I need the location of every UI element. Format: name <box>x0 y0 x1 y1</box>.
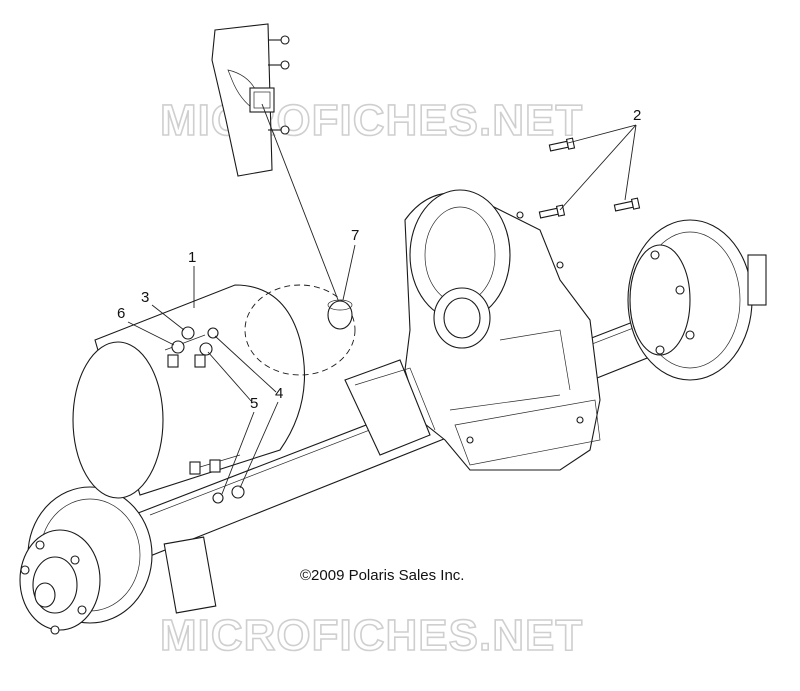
callout-3: 3 <box>141 289 185 331</box>
watermark-bottom: MICROFICHES.NET <box>160 611 583 660</box>
callout-4: 4 <box>214 335 283 489</box>
svg-text:6: 6 <box>117 305 125 322</box>
motor <box>72 284 356 499</box>
svg-text:4: 4 <box>275 385 283 402</box>
tube-bracket <box>344 359 436 456</box>
left-hub <box>19 486 217 635</box>
right-hub <box>627 219 767 381</box>
copyright-text: ©2009 Polaris Sales Inc. <box>300 567 464 584</box>
fittings <box>167 326 245 504</box>
callout-1: 1 <box>188 249 196 308</box>
svg-text:5: 5 <box>250 395 258 412</box>
svg-text:3: 3 <box>141 289 149 306</box>
bolts <box>538 137 641 219</box>
callout-7: 7 <box>342 227 359 301</box>
callout-2: 2 <box>559 107 641 211</box>
svg-text:2: 2 <box>633 107 641 124</box>
mounting-bracket <box>211 23 290 177</box>
callout-5: 5 <box>207 351 258 495</box>
differential-housing <box>404 189 601 471</box>
svg-text:7: 7 <box>351 227 359 244</box>
plug-7 <box>327 299 353 330</box>
svg-text:1: 1 <box>188 249 196 266</box>
callout-6: 6 <box>117 305 175 346</box>
